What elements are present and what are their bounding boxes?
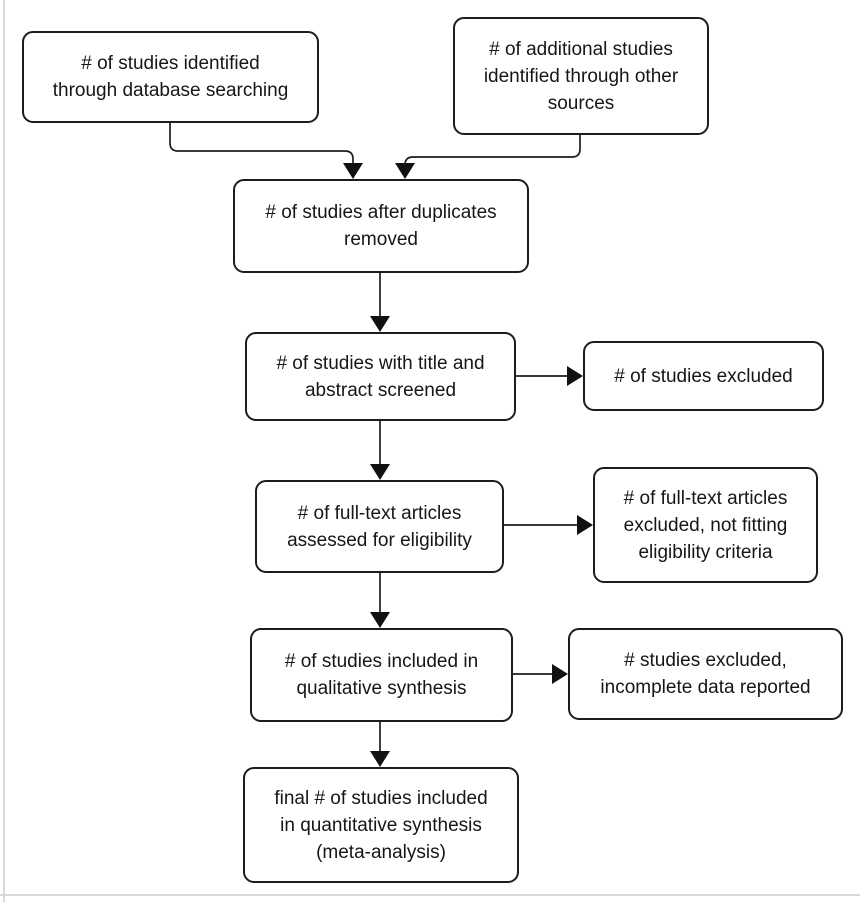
node-text-line: identified through other <box>483 65 679 87</box>
arrowhead-right-icon <box>552 664 568 684</box>
node-text-line: through database searching <box>52 80 289 101</box>
node-fulltext-assessed: # of full-text articles assessed for eli… <box>255 480 504 573</box>
node-text-line: final # of studies included <box>274 787 488 809</box>
node-text-line: # of full-text articles <box>623 487 788 509</box>
node-text-line: # of studies identified <box>81 53 260 74</box>
arrowhead-down-icon <box>343 163 363 179</box>
arrowhead-down-icon <box>370 464 390 480</box>
figure-frame-bottom <box>0 894 860 896</box>
arrowhead-down-icon <box>370 316 390 332</box>
node-studies-excluded: # of studies excluded <box>583 341 824 411</box>
node-text-line: excluded, not fitting <box>623 514 788 536</box>
node-text-line: assessed for eligibility <box>287 529 472 551</box>
figure-frame-left <box>3 0 5 902</box>
node-text-line: # of studies after duplicates <box>265 202 497 223</box>
arrowhead-right-icon <box>567 366 583 386</box>
node-excluded-incomplete-data: # studies excluded, incomplete data repo… <box>568 628 843 720</box>
node-identified-other-sources: # of additional studies identified throu… <box>453 17 709 135</box>
arrowhead-down-icon <box>370 751 390 767</box>
node-duplicates-removed: # of studies after duplicates removed <box>233 179 529 273</box>
node-text-line: # of studies included in <box>284 651 479 672</box>
node-text-line: eligibility criteria <box>638 541 773 563</box>
arrowhead-down-icon <box>370 612 390 628</box>
node-text-line: sources <box>547 92 615 114</box>
node-title-abstract-screened: # of studies with title and abstract scr… <box>245 332 516 421</box>
node-identified-database: # of studies identified through database… <box>22 31 319 123</box>
node-text-line: removed <box>344 229 418 250</box>
node-text-line: in quantitative synthesis <box>280 814 482 836</box>
node-text-line: (meta-analysis) <box>316 841 446 863</box>
arrowhead-right-icon <box>577 515 593 535</box>
node-quantitative-synthesis: final # of studies included in quantitat… <box>243 767 519 883</box>
node-text-line: # of studies with title and <box>276 352 485 374</box>
connector-other-to-duplicates <box>404 135 581 166</box>
node-text-line: qualitative synthesis <box>296 678 467 699</box>
node-text-line: # of studies excluded <box>614 365 793 387</box>
connector-database-to-duplicates <box>169 123 354 164</box>
node-text-line: abstract screened <box>304 379 457 401</box>
node-qualitative-synthesis: # of studies included in qualitative syn… <box>250 628 513 722</box>
node-text-line: incomplete data reported <box>600 677 811 698</box>
node-text-line: # of additional studies <box>489 38 673 60</box>
node-fulltext-excluded: # of full-text articles excluded, not fi… <box>593 467 818 583</box>
arrowhead-down-icon <box>395 163 415 179</box>
node-text-line: # studies excluded, <box>624 650 787 671</box>
node-text-line: # of full-text articles <box>297 502 462 524</box>
